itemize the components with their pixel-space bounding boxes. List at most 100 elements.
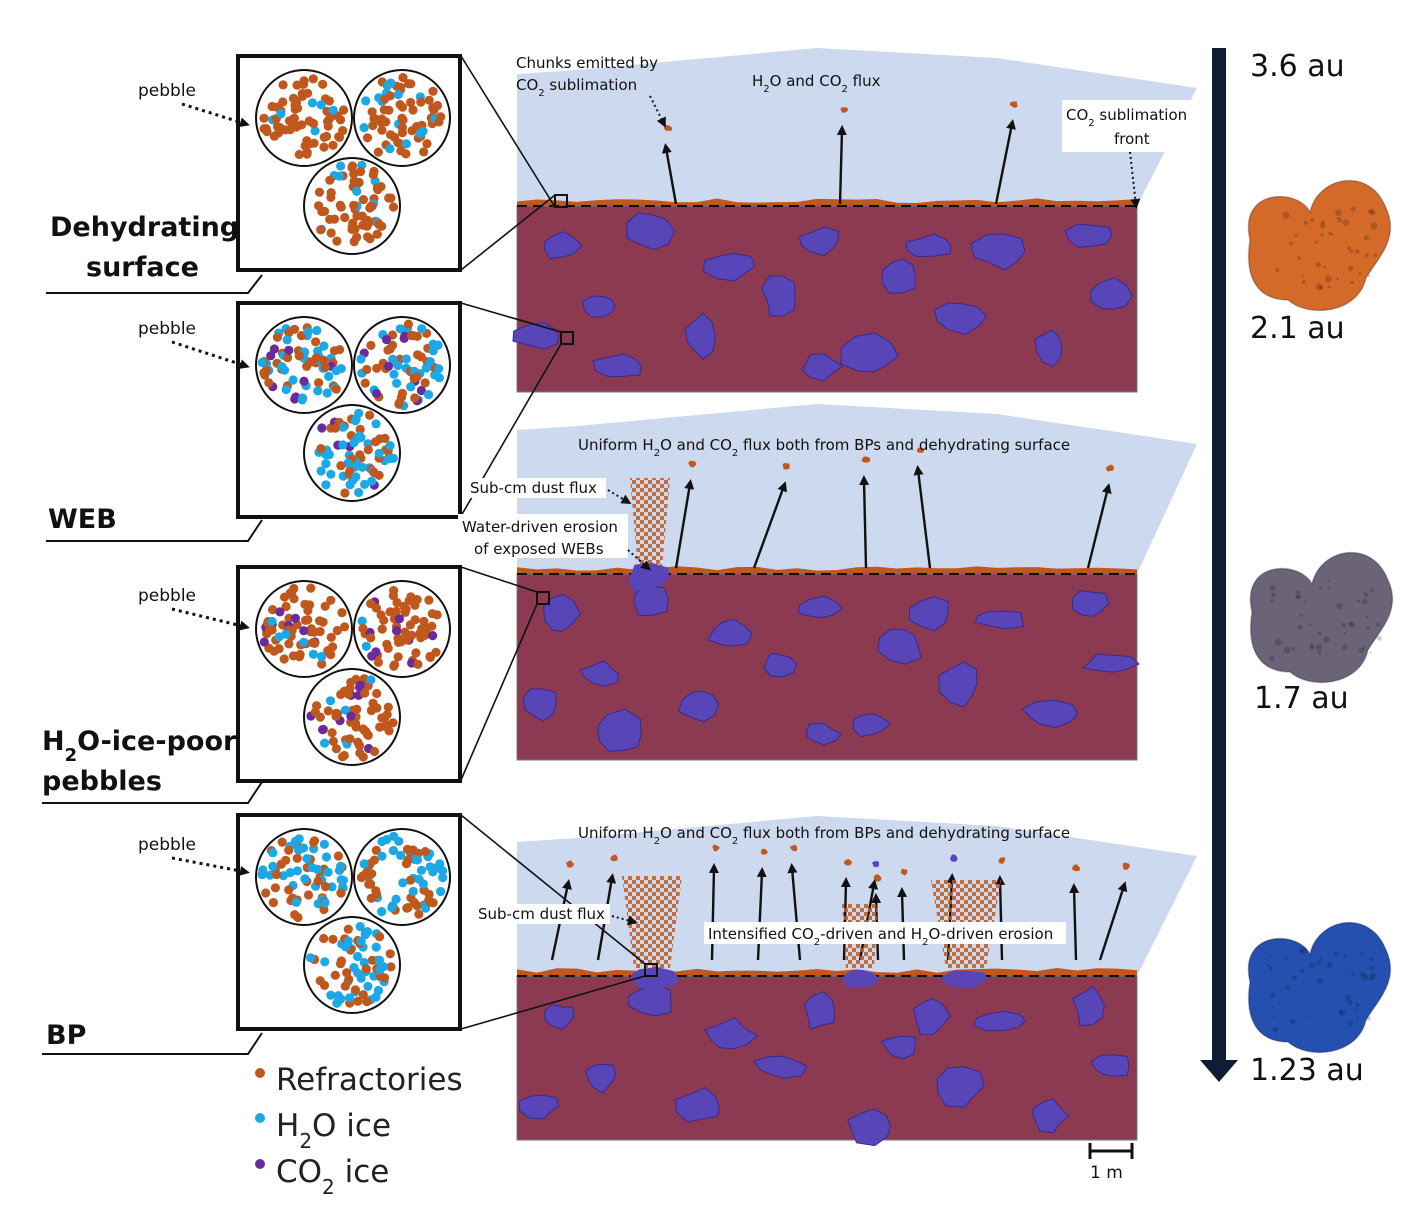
refractory-grain <box>336 956 346 966</box>
refractory-grain <box>329 214 340 224</box>
refractory-grain <box>294 351 304 361</box>
refractory-grain <box>339 750 349 761</box>
surface-texture <box>1355 249 1360 254</box>
surface-texture <box>1315 283 1323 291</box>
surface-texture <box>1368 208 1374 214</box>
refractory-grain <box>393 652 403 662</box>
h2o-ice-grain <box>310 126 320 136</box>
refractory-grain <box>273 128 283 138</box>
h2o-ice-grain <box>321 852 332 862</box>
refractory-grain <box>349 200 359 210</box>
refractory-grain <box>363 445 373 455</box>
ice-rich-blob <box>597 708 642 752</box>
refractory-grain <box>410 393 420 403</box>
h2o-ice-grain <box>416 865 427 875</box>
surface-texture <box>1347 246 1351 251</box>
emitted-chunk <box>861 456 871 463</box>
pebble-pointer-4 <box>171 856 250 876</box>
refractory-grain <box>340 622 350 632</box>
surface-texture <box>1327 586 1331 589</box>
nucleus-shape <box>1249 551 1394 684</box>
refractory-grain <box>302 149 312 159</box>
refractory-grain <box>323 706 333 716</box>
refractory-grain <box>366 633 376 643</box>
surface-texture <box>1350 206 1356 212</box>
comet-nuclei <box>1247 179 1394 1054</box>
refractory-grain <box>363 730 373 741</box>
h2o-ice-grain <box>371 419 381 429</box>
h2o-ice-grain <box>326 469 336 479</box>
h2o-ice-grain <box>359 123 369 133</box>
refractory-grain <box>332 625 342 636</box>
h2o-ice-grain <box>415 129 425 139</box>
refractory-grain <box>408 845 418 855</box>
refractory-grain <box>406 97 416 108</box>
refractory-grain <box>327 728 337 738</box>
ice-rich-blob <box>592 353 642 378</box>
outflow-arrow <box>752 481 787 569</box>
refractory-grain <box>408 105 418 115</box>
h2o-ice-grain <box>434 364 444 374</box>
surface-texture <box>1295 590 1301 595</box>
refractory-grain <box>262 127 272 137</box>
refractory-grain <box>352 232 362 242</box>
surface-texture <box>1344 994 1351 1001</box>
emitted-chunk <box>1122 862 1131 870</box>
refractory-grain <box>313 876 323 886</box>
refractory-grain <box>391 606 401 616</box>
surface-texture <box>1349 621 1356 628</box>
emitted-chunk <box>950 854 958 862</box>
pebble <box>353 828 451 926</box>
pebble <box>303 916 401 1014</box>
ice-rich-blob <box>1034 329 1063 368</box>
surface-texture <box>1294 233 1298 237</box>
ice-rich-blob <box>1064 223 1113 248</box>
label-h2o-poor-1: H2O-ice-poor <box>42 726 237 766</box>
refractory-grain <box>326 650 336 660</box>
refractory-grain <box>377 125 387 135</box>
refractory-grain <box>372 688 382 699</box>
co2-ice-grain <box>318 725 328 735</box>
refractory-grain <box>339 105 349 115</box>
ice-rich-blob <box>1031 1098 1070 1134</box>
refractory-grain <box>388 202 399 212</box>
refractory-grain <box>413 659 423 670</box>
h2o-ice-grain <box>316 100 326 110</box>
h2o-ice-grain <box>388 846 398 856</box>
refractory-grain <box>368 170 378 180</box>
refractory-grain <box>336 689 346 700</box>
co2-ice-grain <box>416 385 426 396</box>
refractory-grain <box>389 661 399 671</box>
refractory-grain <box>326 192 336 202</box>
surface-texture <box>1309 962 1316 969</box>
refractory-grain <box>410 600 420 610</box>
outflow-arrow <box>674 479 695 569</box>
outflow-arrow <box>1098 881 1128 961</box>
ice-rich-blob <box>582 295 616 318</box>
p2-dust-bg <box>466 478 606 498</box>
refractory-grain <box>427 609 437 619</box>
pebble-label-3: pebble <box>138 586 196 606</box>
refractory-grain <box>290 910 300 920</box>
surface-texture <box>1297 256 1301 260</box>
sky-gas-region <box>517 48 1197 206</box>
surface-texture <box>1317 977 1323 984</box>
h2o-ice-grain <box>401 354 411 364</box>
refractory-grain <box>371 603 381 613</box>
h2o-ice-grain <box>387 902 397 913</box>
emitted-chunk <box>688 460 697 468</box>
panel-2-2-1au <box>516 404 1197 761</box>
refractory-grain <box>267 101 277 112</box>
ice-rich-blob <box>803 991 836 1030</box>
surface-texture <box>1365 615 1369 619</box>
ice-rich-blob <box>881 1035 916 1060</box>
refractory-grain <box>335 345 345 355</box>
zoom-connector <box>460 55 556 208</box>
emitted-chunk <box>610 854 618 862</box>
surface-texture <box>1274 638 1282 646</box>
refractory-grain <box>385 344 395 354</box>
co2-ice-grain <box>371 388 382 399</box>
refractory-grain <box>288 117 298 127</box>
h2o-ice-grain <box>382 834 392 845</box>
surface-texture <box>1341 622 1347 628</box>
